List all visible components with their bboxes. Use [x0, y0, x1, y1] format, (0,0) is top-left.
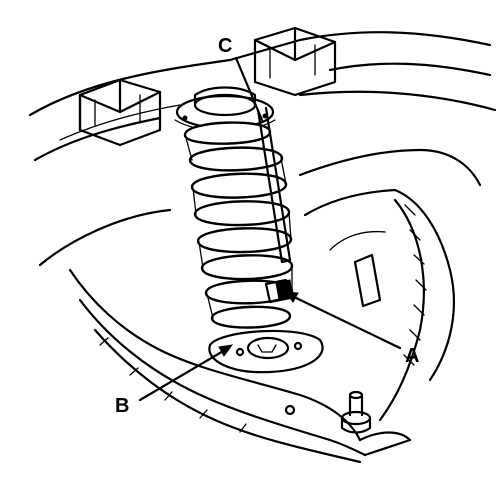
arrow-icon	[218, 344, 234, 357]
left-mount-bracket	[78, 78, 162, 147]
right-mount-bracket	[253, 26, 337, 97]
strut-tower-panel	[38, 148, 482, 382]
right-flange	[353, 198, 427, 422]
lower-control-arm	[68, 268, 412, 464]
callout-label-a: A	[405, 345, 419, 367]
upper-frame	[28, 31, 497, 162]
callout-label-c: C	[218, 35, 232, 57]
spring-tool-rod-c	[256, 106, 292, 264]
lower-spring-seat	[208, 329, 324, 416]
callout-c-leader	[234, 56, 264, 122]
arrow-icon	[284, 291, 299, 303]
callout-a-leader	[284, 291, 402, 350]
coil-spring	[183, 121, 294, 329]
ball-joint-stud	[340, 390, 372, 434]
callout-b-leader	[138, 344, 234, 402]
callout-label-b: B	[115, 395, 129, 417]
